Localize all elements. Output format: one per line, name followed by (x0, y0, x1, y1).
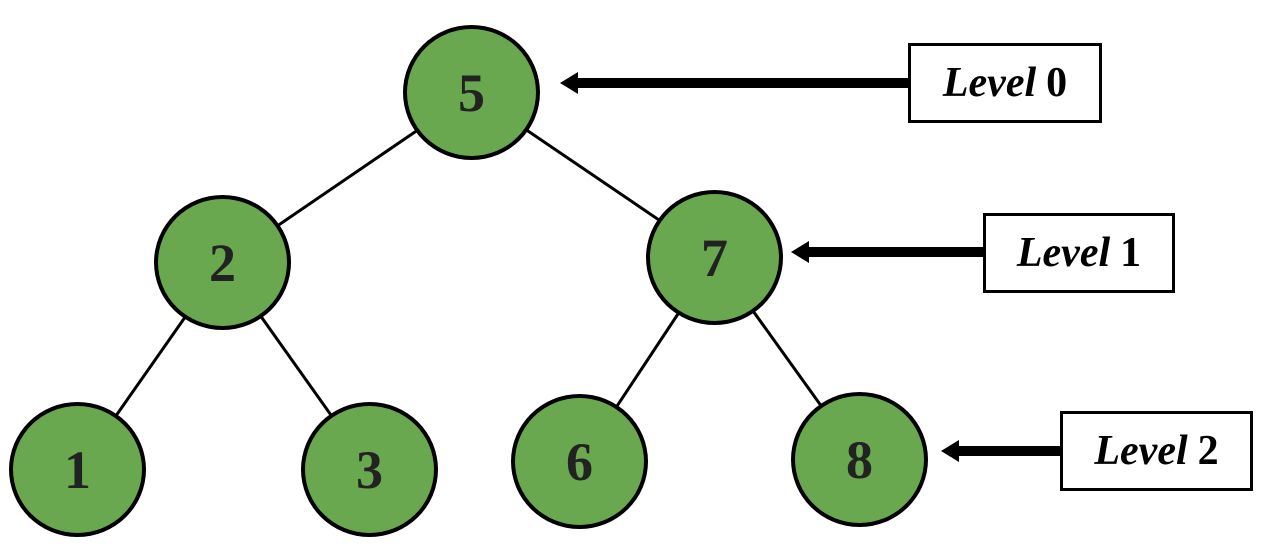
tree-node-1: 1 (9, 402, 146, 537)
node-8-value: 8 (846, 429, 873, 490)
tree-node-5: 5 (403, 25, 540, 160)
level-2-number: 2 (1197, 428, 1219, 474)
tree-node-7: 7 (646, 190, 783, 325)
tree-node-6: 6 (511, 394, 648, 529)
level-1-word: Level (1016, 230, 1111, 276)
node-1-value: 1 (64, 439, 91, 500)
node-6-value: 6 (566, 431, 593, 492)
level-0-label-box: Level 0 (908, 43, 1102, 123)
tree-node-3: 3 (301, 402, 438, 537)
tree-node-8: 8 (791, 392, 928, 527)
level-0-word: Level (942, 60, 1037, 106)
node-2-value: 2 (209, 232, 236, 293)
level-0-number: 0 (1046, 60, 1068, 106)
level-1-label-box: Level 1 (983, 213, 1175, 293)
node-5-value: 5 (458, 62, 485, 123)
level-2-label-box: Level 2 (1060, 411, 1253, 491)
level-1-number: 1 (1120, 230, 1142, 276)
level-2-word: Level (1094, 428, 1188, 474)
node-3-value: 3 (356, 439, 383, 500)
level-0-arrow (560, 72, 908, 94)
level-2-arrow (941, 440, 1060, 462)
level-1-arrow (791, 241, 983, 263)
tree-node-2: 2 (154, 195, 291, 330)
node-7-value: 7 (701, 227, 728, 288)
